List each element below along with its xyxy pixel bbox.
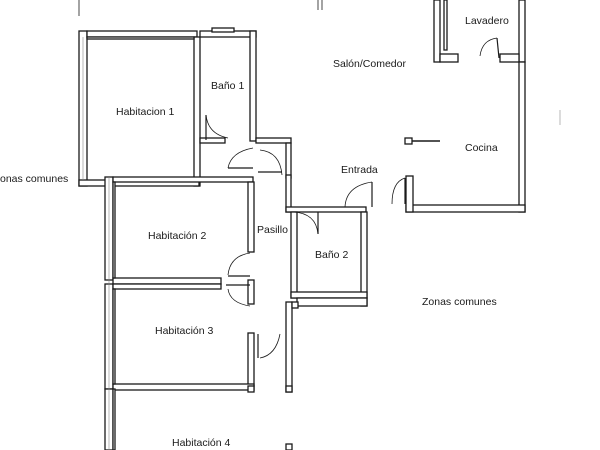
- salon-left-wall: [285, 142, 292, 179]
- pasillo-right-wall-2: [291, 301, 299, 309]
- kitchen-door-arc: [391, 177, 406, 205]
- label-zonas-comunes-right: Zonas comunes: [422, 296, 497, 308]
- entrada-bottom-wall: [285, 206, 367, 213]
- kitchen-counter-end: [404, 137, 413, 145]
- bano-1-door-arc: [205, 114, 229, 139]
- label-lavadero: Lavadero: [465, 15, 509, 27]
- label-habitacion-3: Habitación 3: [155, 325, 214, 337]
- lavadero-door-arc: [479, 37, 498, 57]
- label-salon-comedor: Salón/Comedor: [333, 58, 406, 70]
- right-exterior-wall: [518, 61, 526, 213]
- kitchen-bottom-wall: [405, 204, 526, 213]
- hall-door-arc-1: [227, 147, 254, 169]
- window-lines: [82, 37, 561, 450]
- pasillo-right-wall: [285, 301, 293, 393]
- habitacion-3-door-arc-2: [259, 333, 281, 359]
- label-bano-2: Baño 2: [315, 249, 348, 261]
- label-entrada: Entrada: [341, 164, 378, 176]
- label-cocina: Cocina: [465, 142, 498, 154]
- label-zonas-comunes-left: onas comunes: [0, 173, 68, 185]
- entrada-door-arc: [344, 181, 373, 208]
- bano-1-walls: [199, 27, 257, 144]
- label-bano-1: Baño 1: [211, 80, 244, 92]
- label-pasillo: Pasillo: [257, 224, 288, 236]
- habitacion-3-door-arc-1: [227, 288, 251, 307]
- top-edge: [78, 0, 323, 16]
- bano-2-walls: [290, 211, 368, 307]
- hall-door-arc-2: [259, 149, 283, 176]
- label-habitacion-1: Habitacion 1: [116, 106, 175, 118]
- kitchen-left-wall: [405, 175, 414, 213]
- lavadero-walls: [433, 0, 526, 63]
- label-habitacion-2: Habitación 2: [148, 230, 207, 242]
- lavadero-door-leaf: [496, 37, 500, 59]
- habitacion-2-door-arc: [227, 252, 251, 276]
- salon-stub-wall: [255, 137, 292, 144]
- label-habitacion-4: Habitación 4: [172, 437, 231, 449]
